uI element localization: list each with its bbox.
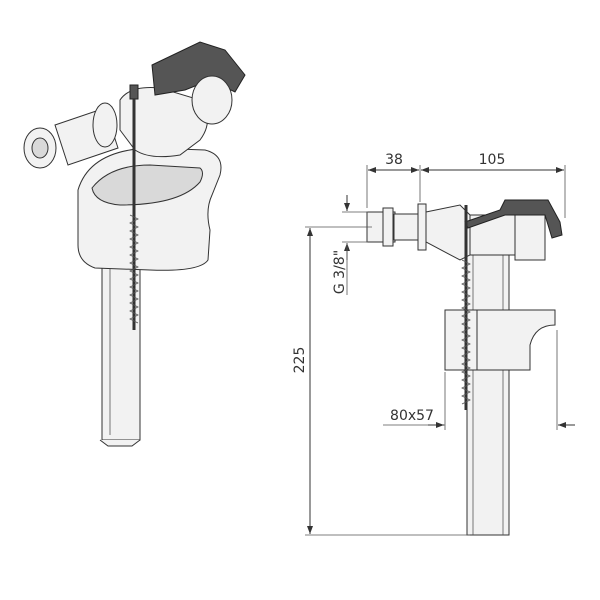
dim-inlet-length: 38 [385, 152, 403, 168]
rod-cap [129, 84, 139, 100]
adjust-wheel [514, 209, 546, 261]
lever-arm [464, 199, 563, 239]
valve-body [425, 204, 471, 261]
valve-body [119, 87, 208, 158]
inlet-nut [382, 207, 394, 247]
flange [417, 203, 427, 251]
adjust-wheel [191, 75, 233, 125]
float-cup-opening [91, 164, 203, 206]
dimension-lines [305, 165, 575, 536]
side-view [366, 199, 563, 536]
perspective-view [23, 41, 246, 447]
dim-float-size: 80x57 [390, 408, 434, 424]
dim-thread: G 3/8" [332, 250, 348, 294]
spring [461, 259, 471, 405]
tube-bottom [99, 439, 141, 447]
dim-body-length: 105 [479, 152, 506, 168]
valve-tube [466, 249, 510, 536]
inlet-nut [92, 102, 118, 148]
float-box [444, 309, 556, 371]
spring [129, 214, 139, 324]
dim-height: 225 [292, 347, 308, 374]
